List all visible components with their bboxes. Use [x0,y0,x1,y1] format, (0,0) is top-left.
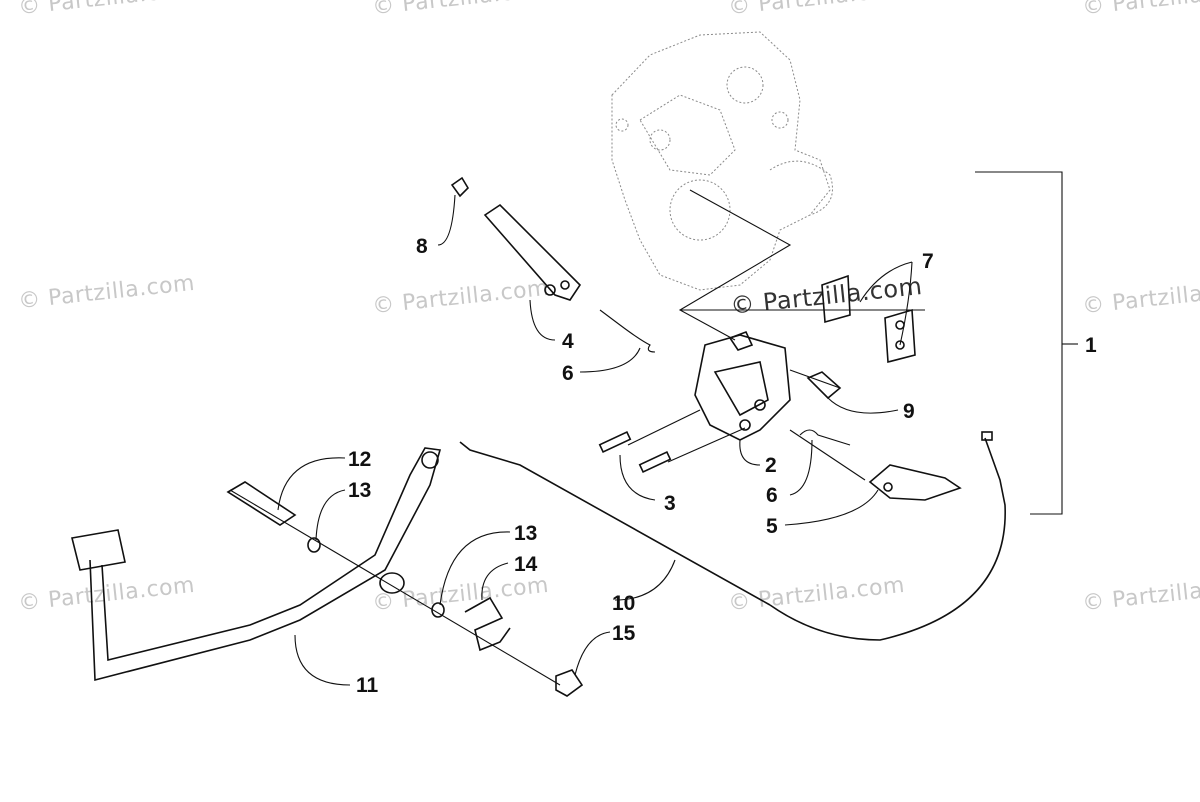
leader-line [678,189,792,341]
callout-12: 12 [348,448,371,471]
callout-8: 8 [416,235,428,258]
leader-line [789,369,841,389]
callout-9: 9 [903,400,915,423]
leader-line [627,409,701,446]
leader-line [437,194,456,246]
clip-part [450,176,470,198]
callout-13: 13 [514,522,537,545]
leader-line [859,261,913,303]
caliper-part [694,330,791,441]
leader-line [574,631,611,676]
leader-line [789,429,866,481]
leader-line [667,427,746,463]
leader-line [784,489,879,526]
callout-3: 3 [664,492,676,515]
brake-lever-part [483,203,582,301]
brake-cable-part [459,431,1006,641]
return-spring-part [464,596,511,652]
callout-14: 14 [514,553,538,576]
leader-line [294,634,351,686]
callout-4: 4 [562,330,574,353]
brake-pedal-part [71,447,442,682]
leader-line [315,489,346,541]
leader-line [739,439,761,466]
callout-15: 15 [612,622,636,645]
leader-line [529,299,556,341]
lever-arm-part [868,464,962,501]
spring-part [599,309,656,353]
bracket-line [975,171,1063,515]
callout-6: 6 [562,362,574,385]
leader-line [789,439,813,496]
leader-line [229,489,561,686]
leader-line [439,531,511,606]
engine-case-ghost [611,31,833,291]
pivot-bolt-part [226,481,297,526]
callout-2: 2 [765,454,777,477]
leader-line [899,261,913,346]
brake-pad-part [821,274,916,364]
callout-6: 6 [766,484,778,507]
leader-line [614,559,676,601]
callout-10: 10 [612,592,635,615]
leader-line [827,397,899,414]
leader-line [481,562,509,601]
washer-part [307,537,321,553]
callout-11: 11 [356,674,379,697]
nut-part [555,669,584,697]
callout-13: 13 [348,479,371,502]
callout-5: 5 [766,515,778,538]
callout-1: 1 [1085,334,1097,357]
leader-line [277,457,346,511]
leader-line [619,454,656,501]
spring-part [799,429,851,446]
bolt-part [806,371,842,400]
leader-line [579,347,641,373]
callout-7: 7 [922,250,934,273]
pin-part [598,430,672,474]
